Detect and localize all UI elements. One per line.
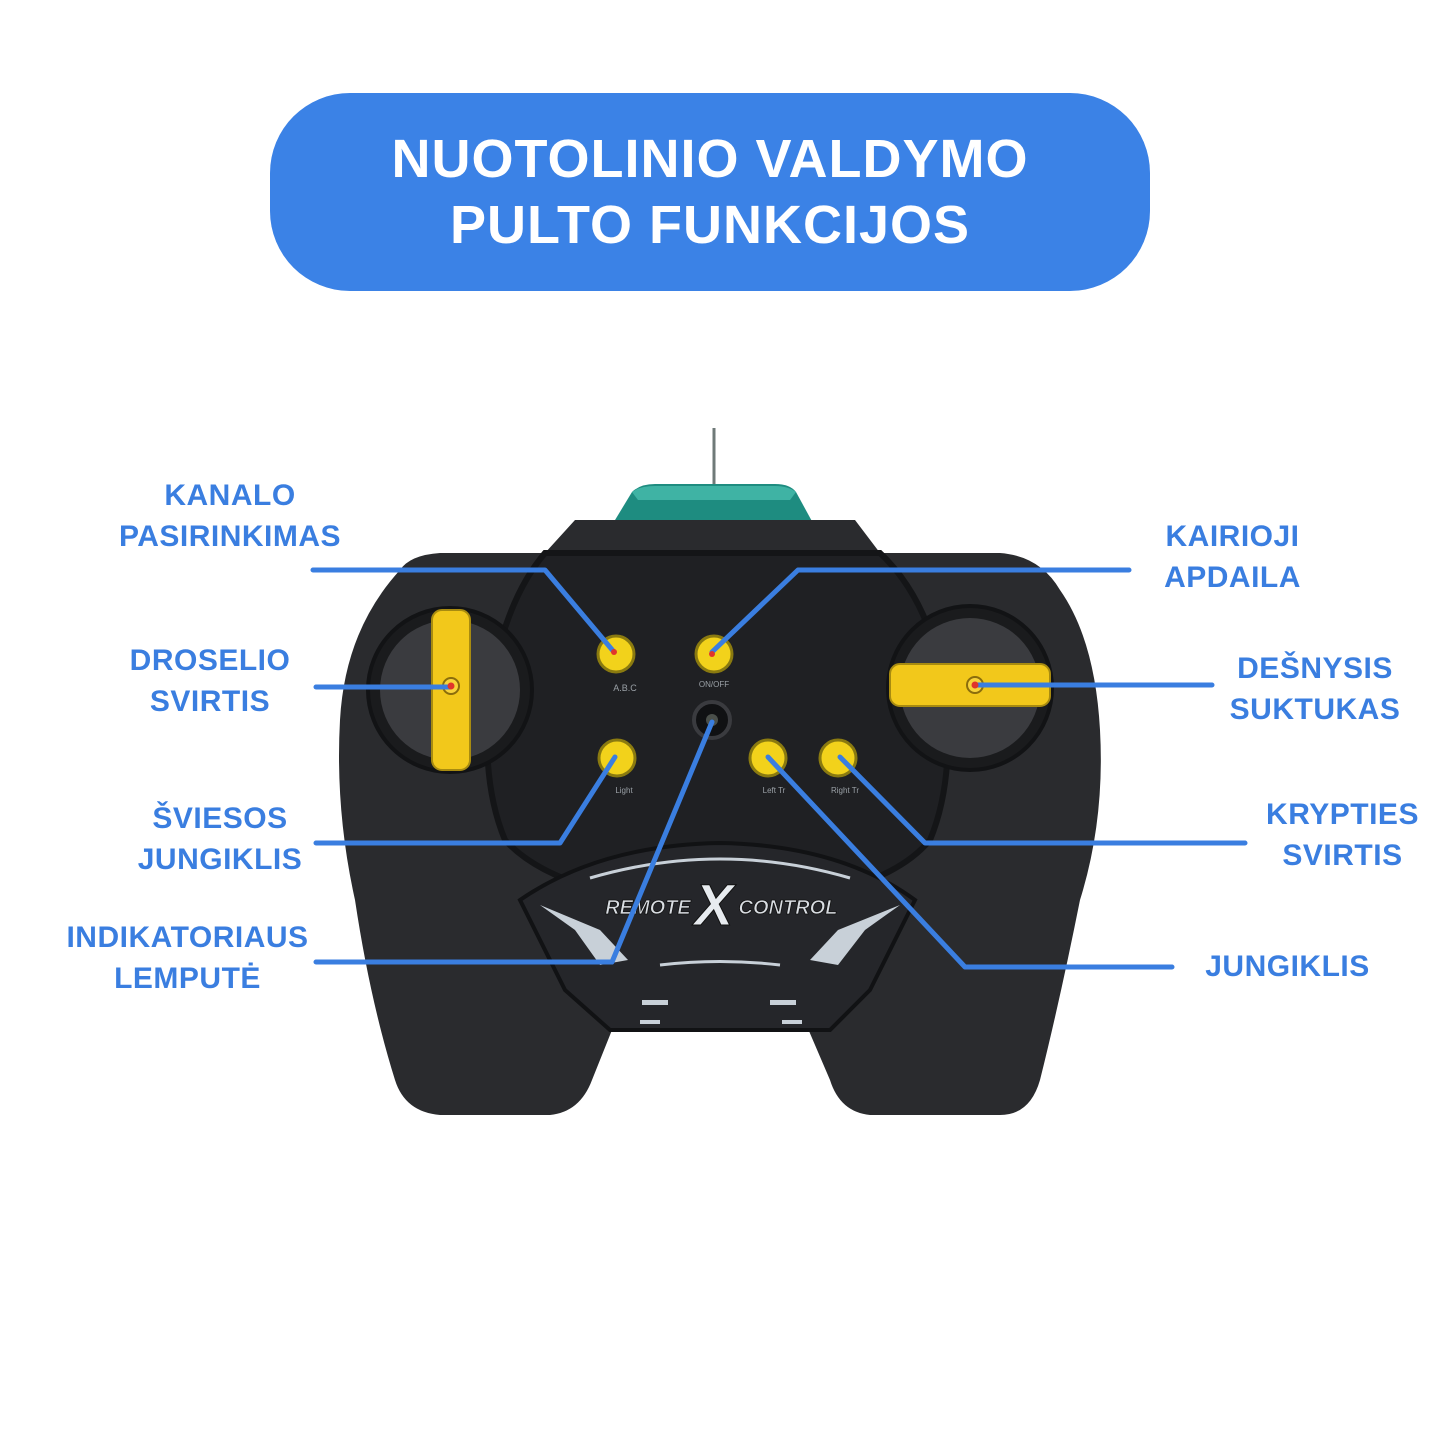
label-throttle-line1: DROSELIO — [129, 644, 291, 677]
left-trim-button-label: Left Tr — [763, 786, 786, 795]
label-indicator: INDIKATORIAUS LEMPUTĖ — [50, 917, 325, 999]
leader-power — [765, 754, 1175, 970]
label-channel-select: KANALO PASIRINKIMAS — [100, 475, 360, 557]
channel-button-label: A.B.C — [613, 683, 637, 693]
lower-panel — [517, 840, 918, 1032]
onoff-button-label: ON/OFF — [699, 680, 729, 689]
label-left-trim-line2: APDAILA — [1164, 561, 1301, 594]
label-direction: KRYPTIES SVIRTIS — [1250, 794, 1435, 876]
label-power-switch-line1: JUNGIKLIS — [1205, 950, 1370, 983]
label-indicator-line1: INDIKATORIAUS — [66, 921, 309, 954]
label-power-switch: JUNGIKLIS — [1180, 946, 1395, 987]
label-throttle: DROSELIO SVIRTIS — [100, 640, 320, 722]
leader-indicator — [313, 719, 715, 965]
label-throttle-line2: SVIRTIS — [149, 685, 271, 718]
title-line-1: NUOTOLINIO VALDYMO — [391, 129, 1029, 189]
label-channel-select-line2: PASIRINKIMAS — [118, 520, 342, 553]
right-trim-button-label: Right Tr — [831, 786, 859, 795]
label-indicator-line2: LEMPUTĖ — [114, 962, 261, 995]
label-right-rotor-line2: SUKTUKAS — [1229, 693, 1401, 726]
label-light-switch-line1: ŠVIESOS — [152, 802, 288, 835]
leader-direction — [837, 754, 1248, 846]
label-right-rotor: DEŠNYSIS SUKTUKAS — [1210, 648, 1420, 730]
label-right-rotor-line1: DEŠNYSIS — [1237, 652, 1393, 685]
brand-text-remote: REMOTE — [605, 897, 691, 919]
light-button-label: Light — [615, 786, 633, 795]
title-line-2: PULTO FUNKCIJOS — [449, 195, 971, 255]
title-banner: NUOTOLINIO VALDYMO PULTO FUNKCIJOS — [270, 93, 1150, 291]
brand-text-control: CONTROL — [739, 897, 838, 919]
brand-x: X — [692, 873, 737, 938]
label-light-switch: ŠVIESOS JUNGIKLIS — [110, 798, 330, 880]
leader-channel — [310, 567, 617, 655]
label-left-trim-line1: KAIRIOJI — [1165, 520, 1300, 553]
leader-left-trim — [709, 567, 1132, 655]
label-direction-line2: SVIRTIS — [1282, 839, 1403, 872]
leader-light — [313, 754, 618, 846]
label-direction-line1: KRYPTIES — [1266, 798, 1419, 831]
label-left-trim: KAIRIOJI APDAILA — [1140, 516, 1325, 598]
label-light-switch-line2: JUNGIKLIS — [137, 843, 303, 876]
label-channel-select-line1: KANALO — [164, 479, 296, 512]
